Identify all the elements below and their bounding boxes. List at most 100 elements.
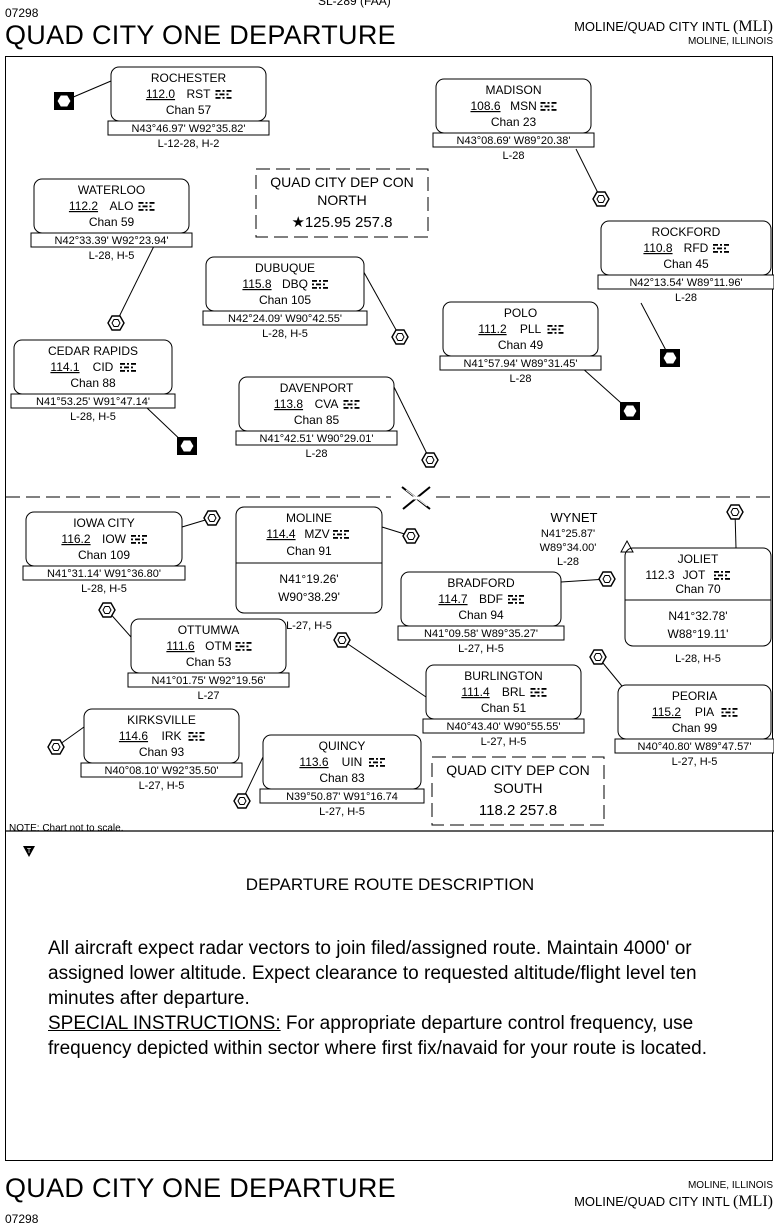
navaid-ident: BRL (502, 685, 526, 699)
navaid-enroute-charts: L-28, H-5 (262, 328, 308, 340)
morse-code-icon (333, 530, 349, 539)
navaid-name: POLO (504, 306, 537, 320)
svg-text:MZV: MZV (304, 527, 329, 541)
navaid-channel: Chan 57 (166, 103, 212, 117)
svg-text:MOLINE: MOLINE (286, 511, 332, 525)
navaid-channel: Chan 53 (186, 655, 232, 669)
special-instructions-text: For appropriate departure control freque… (48, 1013, 707, 1059)
chart-id-bottom: 07298 (5, 1212, 39, 1226)
svg-text:Chan 70: Chan 70 (675, 582, 721, 596)
navaid-ident: ALO (109, 199, 133, 213)
airport-symbol-icon (399, 486, 436, 510)
navaid-frequency: 108.6 (470, 99, 500, 113)
special-instructions-label: SPECIAL INSTRUCTIONS: (48, 1013, 281, 1034)
morse-code-icon (714, 571, 730, 580)
navaid-enroute-charts: L-28, H-5 (81, 583, 127, 595)
navaid-enroute-charts: L-27 (197, 690, 219, 702)
navaid-enroute-charts: L-28, H-5 (70, 411, 116, 423)
navaid-coordinates: N43°46.97' W92°35.82' (132, 123, 246, 135)
navaid-ident: IRK (161, 729, 181, 743)
navaid-channel: Chan 51 (481, 701, 527, 715)
navaid-enroute-charts: L-27, H-5 (672, 756, 718, 768)
svg-text:W89°34.00': W89°34.00' (540, 542, 597, 554)
navaid-frequency: 115.2 (652, 705, 681, 719)
svg-text:JOT: JOT (683, 568, 706, 582)
svg-text:L-27, H-5: L-27, H-5 (286, 620, 332, 632)
scale-note: NOTE: Chart not to scale. (9, 823, 124, 834)
svg-text:114.4: 114.4 (266, 527, 295, 541)
morse-code-icon (540, 102, 557, 111)
navaid-enroute-charts: L-27, H-5 (139, 780, 185, 792)
vortac-icon (660, 349, 680, 367)
description-title: DEPARTURE ROUTE DESCRIPTION (245, 875, 535, 894)
description-body: All aircraft expect radar vectors to joi… (48, 938, 697, 1009)
procedure-title-top: QUAD CITY ONE DEPARTURE (5, 20, 396, 50)
navaid-coordinates: N40°43.40' W90°55.55' (447, 721, 561, 733)
svg-text:QUAD CITY DEP CON: QUAD CITY DEP CON (446, 762, 589, 778)
navaid-ident: IOW (102, 532, 127, 546)
navaid-coordinates: N41°31.14' W91°36.80' (47, 568, 161, 580)
navaid-coordinates: N42°33.39' W92°23.94' (55, 235, 169, 247)
chart-id-top: 07298 (5, 6, 39, 20)
navaid-name: DUBUQUE (255, 261, 315, 275)
navaid-enroute-charts: L-28 (675, 292, 697, 304)
route-description: All aircraft expect radar vectors to joi… (48, 936, 758, 1061)
navaid-enroute-charts: L-28 (305, 448, 327, 460)
navaid-ident: PIA (695, 705, 714, 719)
navaid-name: OTTUMWA (178, 623, 240, 637)
navaid-ident: RST (187, 87, 212, 101)
vor-dme-icon (726, 504, 744, 520)
morse-code-icon (235, 642, 252, 651)
morse-code-icon (215, 90, 232, 99)
navaid-frequency: 114.1 (50, 360, 79, 374)
navaid-enroute-charts: L-12-28, H-2 (158, 138, 220, 150)
navaid-ident: DBQ (282, 277, 308, 291)
svg-text:W88°19.11': W88°19.11' (668, 627, 729, 641)
navaid-channel: Chan 109 (78, 548, 130, 562)
vor-dme-icon (233, 793, 251, 809)
airport-ident: (MLI) (733, 1193, 773, 1210)
faa-code: SL-289 (FAA) (318, 0, 391, 8)
navaid-ident: RFD (684, 241, 709, 255)
svg-text:118.2 257.8: 118.2 257.8 (479, 802, 557, 819)
morse-code-icon (713, 244, 729, 253)
navaid-ident: CVA (315, 397, 339, 411)
navaid-ident: BDF (479, 592, 503, 606)
airport-name-top: MOLINE/QUAD CITY INTL (MLI) (574, 18, 773, 36)
navaid-channel: Chan 99 (672, 721, 718, 735)
navaid-frequency: 112.0 (146, 87, 175, 101)
svg-text:L-28: L-28 (557, 556, 579, 568)
navaid-ident: CID (93, 360, 114, 374)
navaid-coordinates: N41°42.51' W90°29.01' (260, 433, 374, 445)
morse-code-icon (120, 363, 136, 372)
vor-dme-icon (47, 739, 65, 755)
vortac-icon (54, 92, 74, 110)
navaid-frequency: 115.8 (242, 277, 271, 291)
svg-text:NORTH: NORTH (317, 192, 367, 208)
morse-code-icon (343, 400, 360, 409)
navaid-name: ROCHESTER (151, 71, 227, 85)
navaid-coordinates: N41°01.75' W92°19.56' (152, 675, 266, 687)
navaid-channel: Chan 83 (319, 771, 365, 785)
navaid-name: IOWA CITY (73, 516, 135, 530)
morse-code-icon (138, 202, 155, 211)
navaid-channel: Chan 105 (259, 293, 311, 307)
svg-text:N41°19.26': N41°19.26' (279, 572, 338, 586)
navaid-frequency: 113.8 (274, 397, 303, 411)
svg-text:N41°25.87': N41°25.87' (541, 528, 595, 540)
navaid-channel: Chan 88 (70, 376, 116, 390)
plan-view: ROCHESTER 112.0 RST Chan 57 N43°46.97' W92°3… (6, 66, 774, 832)
navaid-rst: ROCHESTER 112.0 RST Chan 57 N43°46.97' W92°3… (54, 66, 270, 150)
navaid-name: WATERLOO (78, 183, 145, 197)
navaid-coordinates: N41°57.94' W89°31.45' (464, 358, 578, 370)
navaid-coordinates: N42°13.54' W89°11.96' (629, 277, 742, 289)
navaid-channel: Chan 23 (491, 115, 537, 129)
svg-text:★125.95 257.8: ★125.95 257.8 (291, 214, 392, 231)
